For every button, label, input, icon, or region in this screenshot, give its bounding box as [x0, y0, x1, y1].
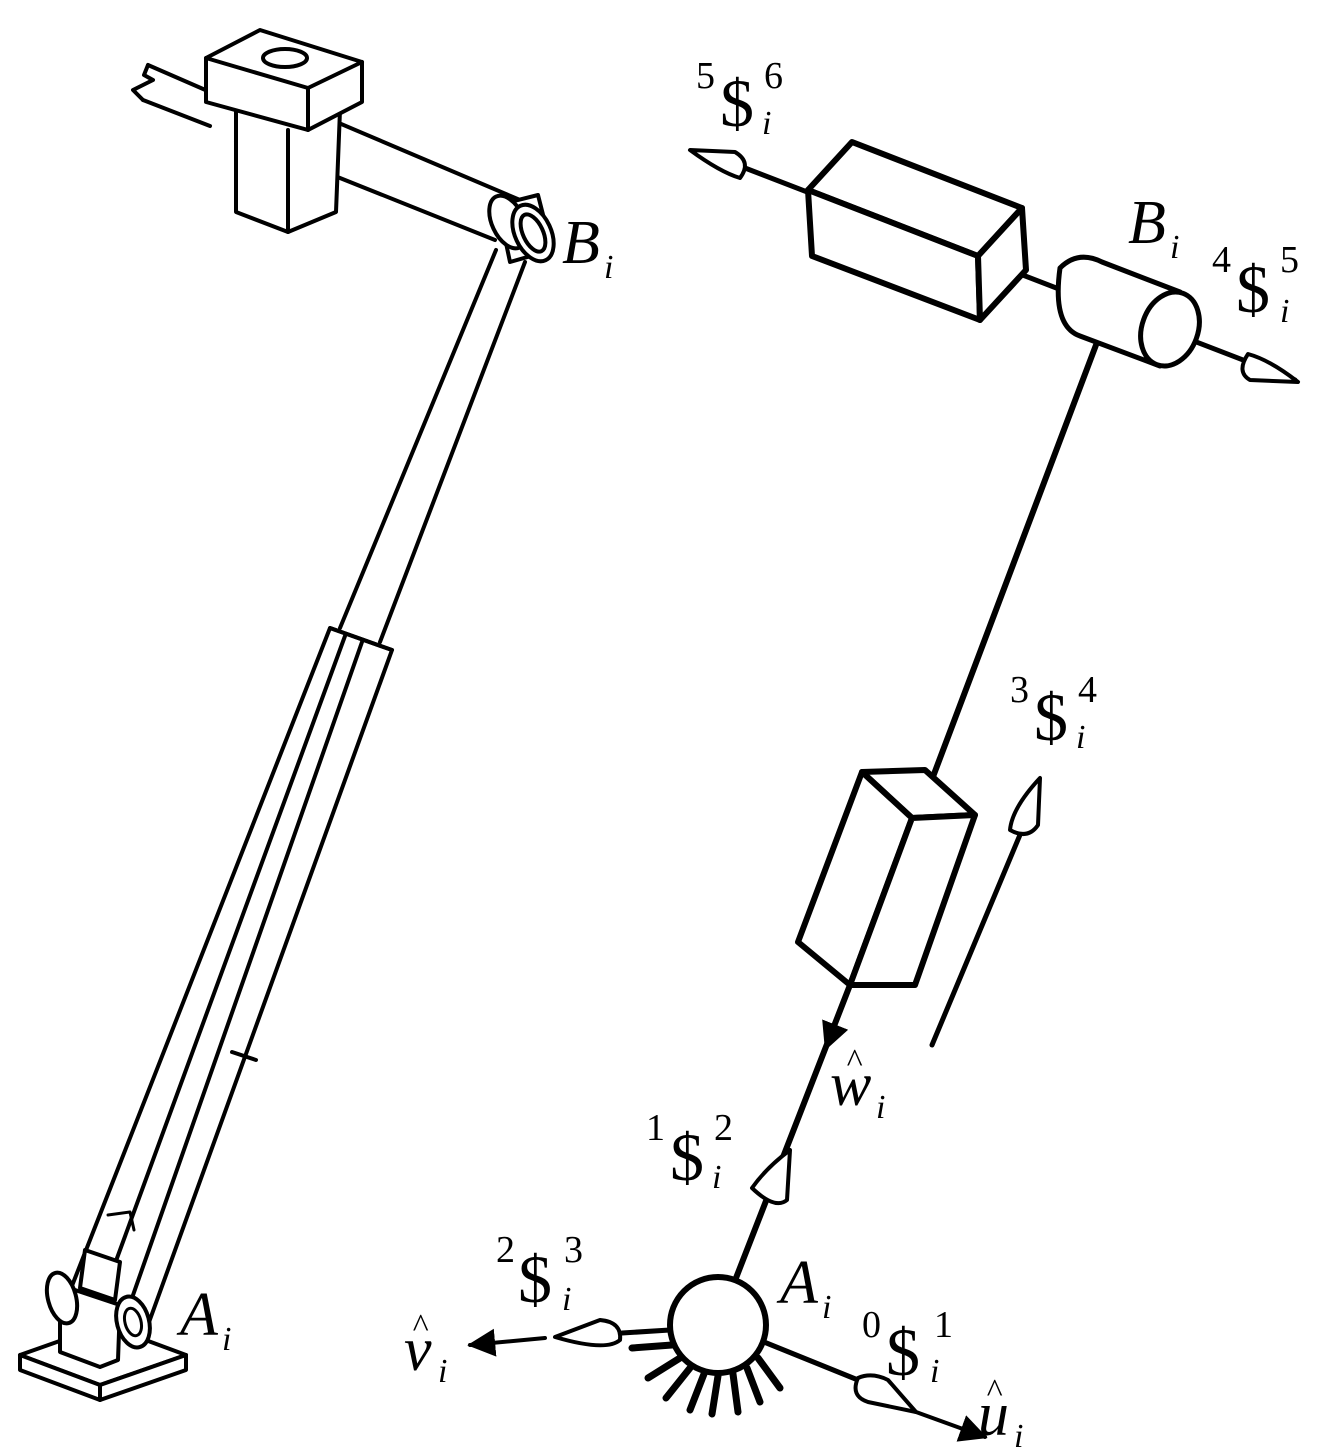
svg-text:3: 3	[1010, 669, 1029, 711]
svg-text:i: i	[930, 1353, 939, 1390]
svg-text:5: 5	[696, 55, 715, 97]
svg-text:i: i	[712, 1159, 721, 1196]
svg-text:B: B	[1128, 189, 1166, 257]
u-hat-arrow	[914, 1410, 988, 1442]
svg-text:4: 4	[1212, 239, 1231, 281]
left-leg-mechanism: B i A i	[18, 28, 613, 1402]
svg-text:i: i	[762, 105, 771, 142]
svg-text:i: i	[1076, 719, 1085, 756]
svg-text:0: 0	[862, 1304, 881, 1346]
bottom-joint-base	[18, 1248, 188, 1402]
prismatic-direction-indicator	[929, 776, 1042, 1048]
svg-text:^: ^	[846, 1043, 863, 1080]
spherical-joint	[628, 1274, 784, 1418]
screw-12-arrowhead	[750, 1148, 792, 1205]
svg-text:i: i	[1014, 1418, 1023, 1452]
svg-text:i: i	[822, 1289, 831, 1326]
svg-text:i: i	[1280, 293, 1289, 330]
svg-text:^: ^	[986, 1373, 1003, 1410]
svg-text:B: B	[562, 209, 600, 277]
svg-text:2: 2	[714, 1107, 733, 1149]
svg-text:$: $	[886, 1314, 920, 1390]
right-label-B: B i	[1128, 189, 1179, 266]
cylinder-tube	[66, 626, 394, 1327]
left-label-B: B i	[562, 209, 613, 286]
svg-text:$: $	[720, 65, 754, 141]
screw-label-34: 3 $ i 4	[1010, 669, 1097, 756]
svg-text:$: $	[518, 1241, 552, 1317]
svg-text:v: v	[404, 1316, 432, 1384]
screw-45-arrowhead	[1240, 352, 1300, 384]
svg-text:i: i	[1170, 229, 1179, 266]
right-label-A: A i	[776, 1249, 831, 1326]
svg-text:i: i	[876, 1089, 885, 1126]
svg-text:u: u	[978, 1381, 1009, 1449]
right-schematic: B i A i 0 $ i 1 1 $ i 2 2 $ i 3 3 $	[404, 55, 1300, 1452]
svg-text:1: 1	[646, 1107, 665, 1149]
screw-23-arrowhead	[553, 1318, 623, 1348]
screw-56-arrowhead	[688, 148, 747, 180]
w-hat-arrow	[822, 990, 850, 1051]
w-hat-label: w ^ i	[830, 1043, 885, 1126]
svg-text:i: i	[604, 249, 613, 286]
svg-text:5: 5	[1280, 239, 1299, 281]
v-hat-arrow	[467, 1328, 547, 1357]
svg-text:w: w	[830, 1051, 871, 1119]
screw-label-56: 5 $ i 6	[696, 55, 783, 142]
upper-rod	[338, 248, 527, 644]
screw-label-23: 2 $ i 3	[496, 1229, 583, 1318]
svg-text:$: $	[1034, 679, 1068, 755]
svg-text:6: 6	[764, 55, 783, 97]
svg-text:A: A	[776, 1249, 819, 1317]
svg-text:2: 2	[496, 1229, 515, 1271]
left-label-A: A i	[176, 1281, 231, 1358]
screw-label-12: 1 $ i 2	[646, 1107, 733, 1196]
u-hat-label: u ^ i	[978, 1373, 1023, 1452]
slider-block	[204, 28, 364, 234]
top-axis	[688, 139, 1300, 384]
svg-text:$: $	[1236, 251, 1270, 327]
svg-text:1: 1	[934, 1304, 953, 1346]
leg-link	[925, 342, 1099, 793]
svg-text:i: i	[438, 1353, 447, 1390]
screw-label-45: 4 $ i 5	[1212, 239, 1299, 330]
top-revolute-joint	[487, 193, 556, 264]
svg-text:3: 3	[564, 1229, 583, 1271]
svg-text:4: 4	[1078, 669, 1097, 711]
svg-text:A: A	[176, 1281, 219, 1349]
svg-text:i: i	[562, 1281, 571, 1318]
svg-text:i: i	[222, 1321, 231, 1358]
screw-label-01: 0 $ i 1	[862, 1304, 953, 1390]
svg-text:^: ^	[412, 1308, 429, 1345]
svg-text:$: $	[670, 1119, 704, 1195]
v-hat-label: v ^ i	[404, 1308, 447, 1390]
leg-prismatic-block	[795, 767, 978, 988]
